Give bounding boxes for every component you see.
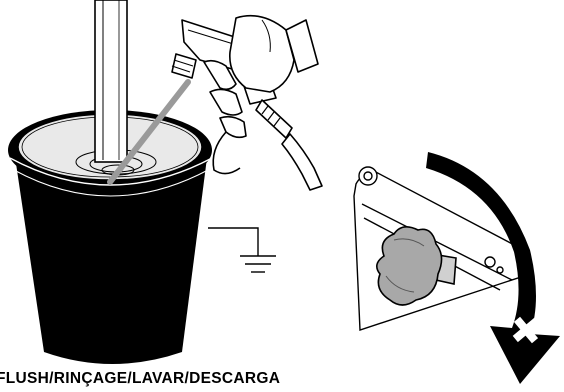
trigger-guard [213, 132, 240, 174]
siphon-tube [95, 0, 127, 162]
ground-symbol-icon [208, 228, 276, 272]
figure-caption: FLUSH/RINÇAGE/LAVAR/DESCARGA [0, 370, 280, 388]
